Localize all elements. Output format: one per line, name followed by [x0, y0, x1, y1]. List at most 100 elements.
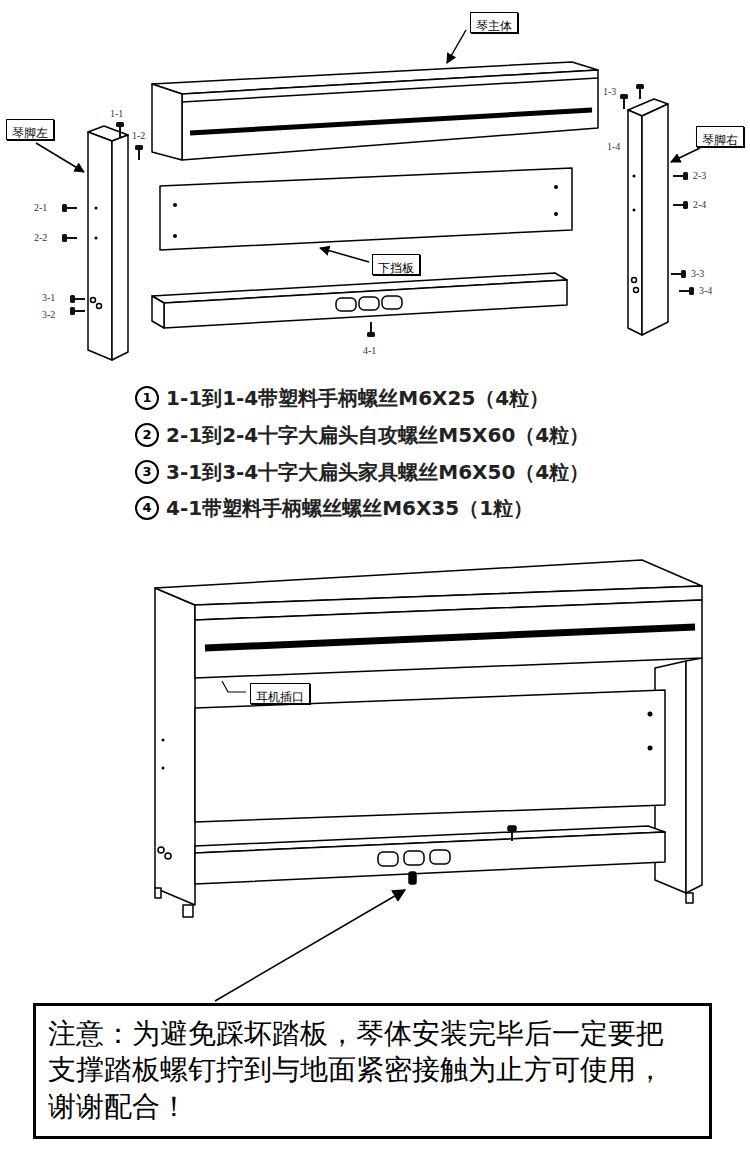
pedal-rail — [336, 298, 356, 311]
screw-icon — [620, 94, 628, 109]
part-name: 下挡板 — [378, 261, 414, 275]
screw-icon — [135, 145, 143, 160]
pedal-rail — [152, 273, 567, 328]
left-leg-panel — [88, 126, 128, 360]
right-leg-panel — [634, 288, 639, 293]
step-number: 2 — [142, 427, 151, 443]
screw-icon — [673, 201, 688, 209]
part-name: 琴脚左 — [12, 126, 48, 140]
lower-back-board — [160, 168, 572, 250]
step-number: 1 — [142, 390, 151, 406]
right-leg-panel — [633, 209, 636, 212]
assembled-back-board — [195, 690, 665, 822]
screw-number: 3-3 — [690, 268, 705, 280]
screw-number: 1-4 — [606, 141, 621, 153]
assembled-left-panel — [165, 853, 171, 859]
pedal-rail — [359, 297, 379, 310]
part-label-box: 琴脚右 — [696, 126, 744, 147]
leader-line — [215, 890, 405, 1001]
step-number: 3 — [142, 464, 151, 480]
assembled-left-panel — [155, 888, 161, 898]
screw-icon — [673, 172, 688, 180]
lower-back-board — [554, 185, 558, 189]
part-label-box: 琴脚左 — [6, 119, 54, 140]
leader-line — [222, 681, 246, 692]
part-name: 琴脚右 — [702, 133, 738, 147]
screw-number: 2-2 — [33, 232, 48, 244]
leader-arrow — [36, 143, 84, 172]
right-leg-panel — [642, 104, 668, 335]
lower-back-board — [173, 234, 177, 238]
assembled-left-panel — [162, 739, 165, 742]
screw-spec: 1-1到1-4带塑料手柄螺丝M6X25（4粒） — [166, 386, 549, 410]
screw-icon — [70, 295, 85, 303]
pedal-rail — [164, 280, 567, 328]
leader-arrow — [447, 30, 466, 63]
screw-spec: 4-1带塑料手柄螺丝螺丝M6X35（1粒） — [166, 496, 533, 520]
assembled-left-panel — [183, 905, 193, 917]
screw-icon — [116, 122, 124, 137]
assembled-back-board — [648, 746, 653, 751]
right-leg-panel — [628, 99, 668, 335]
assembled-pedal-rail — [378, 852, 398, 866]
left-leg-panel — [97, 304, 102, 309]
leader-line — [215, 681, 405, 1001]
screw-number: 2-1 — [33, 202, 48, 214]
screw-number: 3-1 — [41, 292, 56, 304]
screw-spec: 2-1到2-4十字大扁头自攻螺丝M5X60（4粒） — [166, 423, 589, 447]
assembled-right-leg — [686, 658, 702, 893]
piano-main-body — [182, 78, 598, 102]
screw-icon — [636, 84, 644, 99]
part-label-box: 琴主体 — [470, 12, 518, 33]
assembled-left-panel — [155, 588, 195, 917]
screw-number: 1-2 — [131, 130, 146, 142]
left-leg-panel — [95, 207, 98, 210]
screw-icon — [671, 270, 686, 278]
leader-arrow — [36, 30, 700, 262]
lower-back-board — [160, 168, 572, 250]
screw-icon — [367, 322, 375, 337]
assembled-left-panel — [162, 767, 165, 770]
part-name: 耳机插口 — [256, 690, 304, 704]
piano-main-body — [182, 70, 598, 160]
screw-icon — [62, 204, 77, 212]
right-leg-panel — [632, 278, 637, 283]
screw-number: 1-1 — [109, 108, 124, 120]
lower-back-board — [554, 212, 558, 216]
step-number: 4 — [142, 500, 151, 516]
leader-arrow — [671, 148, 700, 162]
piano-main-body — [152, 84, 182, 160]
screw-icon — [70, 307, 85, 315]
leader-arrow — [320, 248, 369, 262]
assembled-left-panel — [158, 847, 164, 853]
assembled-right-leg — [686, 893, 693, 903]
right-leg-panel — [633, 175, 636, 178]
warning-note-box: 注意：为避免踩坏踏板，琴体安装完毕后一定要把 支撑踏板螺钉拧到与地面紧密接触为止… — [33, 1003, 712, 1139]
piano-main-body — [152, 62, 598, 160]
part-label-box: 下挡板 — [372, 254, 420, 275]
screw-number: 1-3 — [602, 86, 617, 98]
assembled-body — [205, 627, 695, 648]
step-number-circle: 3 — [135, 460, 159, 484]
assembled-pedal-rail — [409, 872, 416, 884]
assembled-pedal-rail — [195, 826, 665, 884]
left-leg-panel — [95, 237, 98, 240]
lower-back-board — [173, 203, 177, 207]
pedal-rail — [152, 296, 164, 328]
left-leg-panel — [112, 135, 128, 360]
screw-number: 3-2 — [41, 309, 56, 321]
screw-spec: 3-1到3-4十字大扁头家具螺丝M6X50（4粒） — [166, 460, 589, 484]
screw-icon — [62, 84, 694, 337]
screw-icon — [679, 287, 694, 295]
step-number-circle: 1 — [135, 386, 159, 410]
screw-number: 4-1 — [362, 345, 377, 357]
screw-icon — [62, 234, 77, 242]
assembled-back-board — [195, 690, 665, 822]
piano-main-body — [190, 110, 592, 133]
assembled-body — [195, 600, 702, 678]
screw-number: 3-4 — [698, 285, 713, 297]
part-name: 琴主体 — [476, 19, 512, 33]
right-leg-panel — [628, 110, 642, 335]
